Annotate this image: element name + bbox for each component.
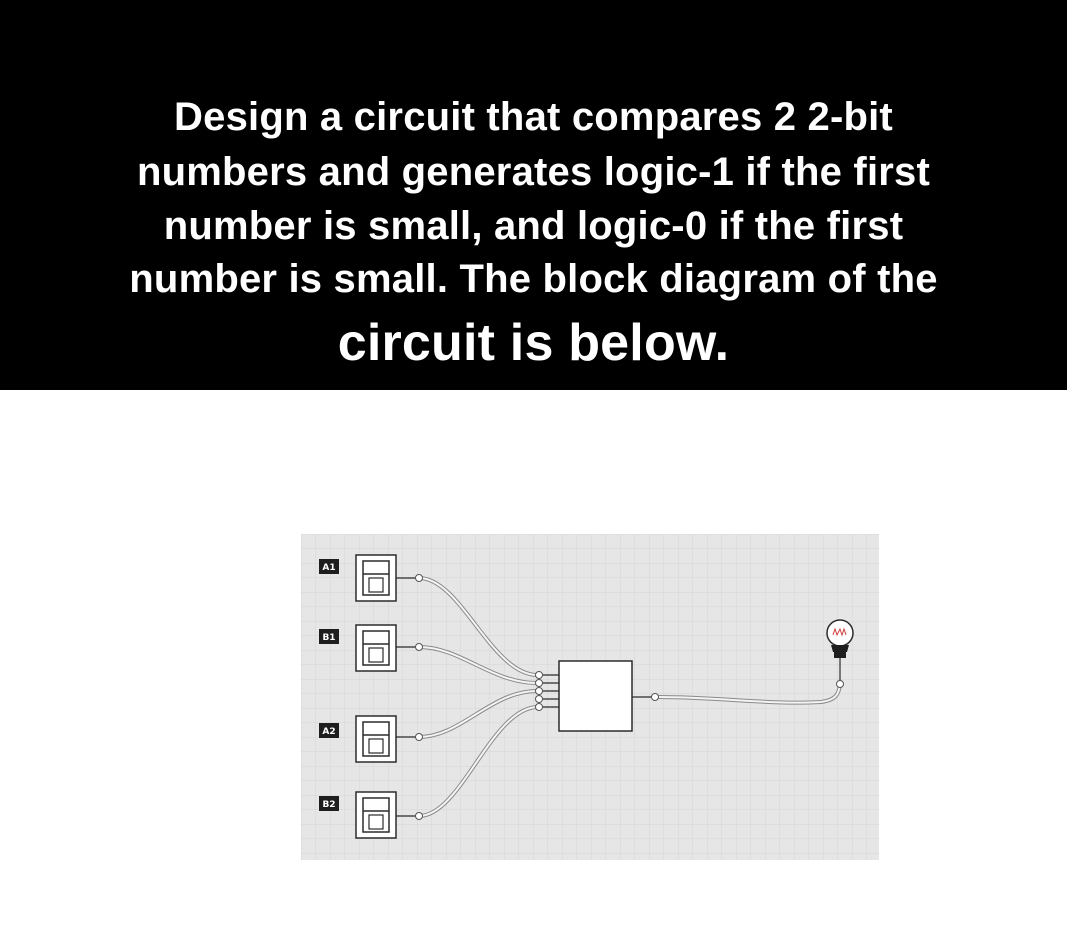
- svg-text:A1: A1: [322, 563, 335, 573]
- circuit-diagram: A1 B1 A2 B2: [301, 534, 879, 860]
- circuit-canvas: A1 B1 A2 B2: [301, 534, 879, 860]
- svg-text:A2: A2: [322, 727, 335, 737]
- input-label-b1: B1: [319, 629, 339, 644]
- svg-text:B1: B1: [322, 633, 335, 643]
- comparator-block: [535, 660, 659, 732]
- switch-b1[interactable]: [355, 624, 423, 672]
- question-line-3: number is small, and logic-0 if the firs…: [163, 204, 904, 248]
- question-line-5: circuit is below.: [337, 314, 730, 372]
- question-line-1: Design a circuit that compares 2 2-bit: [174, 95, 893, 139]
- input-label-b2: B2: [319, 796, 339, 811]
- question-banner: Design a circuit that compares 2 2-bit n…: [0, 0, 1067, 390]
- input-label-a1: A1: [319, 559, 339, 574]
- question-line-2: numbers and generates logic-1 if the fir…: [136, 150, 930, 194]
- switch-a1[interactable]: [355, 554, 423, 602]
- question-line-4: number is small. The block diagram of th…: [129, 257, 938, 301]
- switch-b2[interactable]: [355, 791, 423, 839]
- svg-text:B2: B2: [322, 800, 335, 810]
- light-bulb-icon: [826, 619, 854, 688]
- input-label-a2: A2: [319, 723, 339, 738]
- switch-a2[interactable]: [355, 715, 423, 763]
- wires: [418, 576, 842, 818]
